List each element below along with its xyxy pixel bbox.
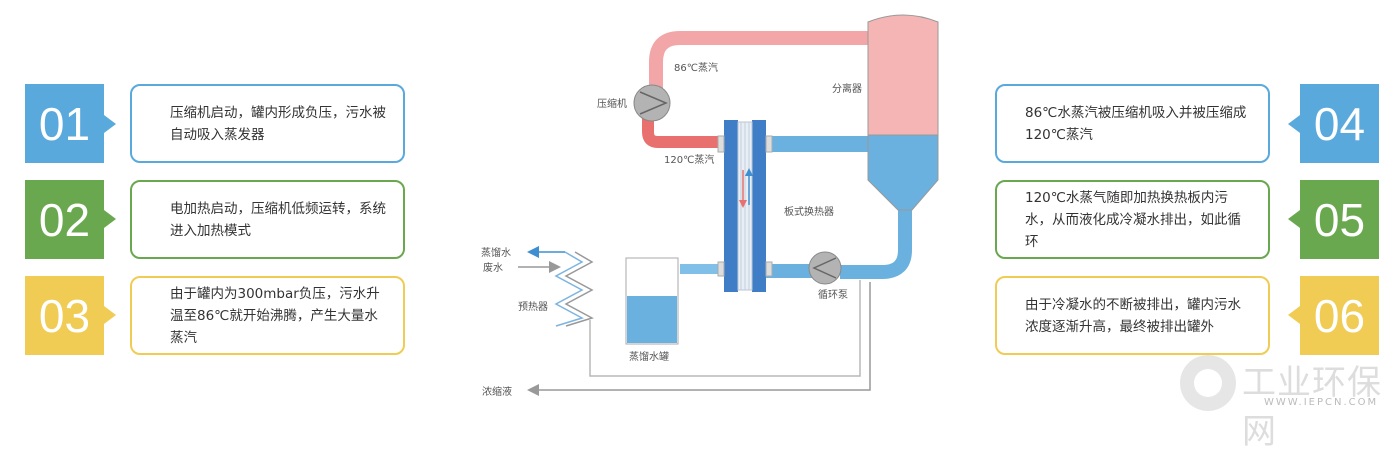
step-text: 由于冷凝水的不断被排出，罐内污水浓度逐渐升高，最终被排出罐外 [1025,296,1241,335]
watermark-url: WWW.IEPCN.COM [1264,397,1379,408]
separator-label: 分离器 [832,82,862,95]
watermark-logo-icon [1180,355,1236,411]
arrow-left-icon [1288,115,1300,133]
step-text: 86℃水蒸汽被压缩机吸入并被压缩成120℃蒸汽 [1025,104,1247,143]
pump-label: 循环泵 [818,288,848,301]
plate-heat-exchanger [717,120,773,292]
step-card: 压缩机启动，罐内形成负压，污水被自动吸入蒸发器 [130,84,405,163]
step-number: 05 [1300,180,1379,259]
step-card: 电加热启动，压缩机低频运转，系统进入加热模式 [130,180,405,259]
step-card: 由于罐内为300mbar负压，污水升温至86℃就开始沸腾，产生大量水蒸汽 [130,276,405,355]
step-text: 压缩机启动，罐内形成负压，污水被自动吸入蒸发器 [170,104,386,143]
step-number: 03 [25,276,104,355]
distilled-water-tank [625,257,679,345]
tank-label: 蒸馏水罐 [629,350,669,363]
process-diagram: 分离器 压缩机 86℃蒸汽 120℃蒸汽 板式换热器 循环泵 蒸馏水罐 预热器 [481,14,939,398]
concentrate-label: 浓缩液 [482,385,512,398]
step-card: 由于冷凝水的不断被排出，罐内污水浓度逐渐升高，最终被排出罐外 [995,276,1270,355]
step-number: 04 [1300,84,1379,163]
arrow-left-icon [1288,306,1300,324]
arrow-right-icon [104,115,116,133]
return-lines [527,280,871,396]
plate-hx-label: 板式换热器 [784,205,834,218]
step-number: 06 [1300,276,1379,355]
arrow-right-icon [104,306,116,324]
hx-to-tank-pipe [680,264,724,274]
separator-vessel [867,14,939,211]
watermark: 工业环保网 WWW.IEPCN.COM [1180,355,1390,452]
step-number: 01 [25,84,104,163]
arrow-right-icon [104,210,116,228]
hx-outlet-pipe [766,136,870,152]
step-card: 120℃水蒸气随即加热换热板内污水，从而液化成冷凝水排出，如此循环 [995,180,1270,259]
vapor-120-pipe [642,114,724,148]
vapor-120-label: 120℃蒸汽 [664,153,714,166]
step-text: 120℃水蒸气随即加热换热板内污水，从而液化成冷凝水排出，如此循环 [1025,189,1241,250]
waste-in-label: 废水 [483,261,503,274]
vapor-86-label: 86℃蒸汽 [674,61,718,74]
step-card: 86℃水蒸汽被压缩机吸入并被压缩成120℃蒸汽 [995,84,1270,163]
distilled-out-label: 蒸馏水 [481,246,511,259]
preheater-coil [554,251,594,327]
arrow-left-icon [1288,210,1300,228]
preheater-label: 预热器 [518,300,548,313]
step-text: 由于罐内为300mbar负压，污水升温至86℃就开始沸腾，产生大量水蒸汽 [170,285,380,346]
compressor-label: 压缩机 [597,97,627,110]
step-text: 电加热启动，压缩机低频运转，系统进入加热模式 [170,200,386,239]
circulation-pipe [840,200,912,279]
vapor-86-pipe [649,31,868,90]
pump-to-hx-pipe [766,264,814,278]
step-number: 02 [25,180,104,259]
